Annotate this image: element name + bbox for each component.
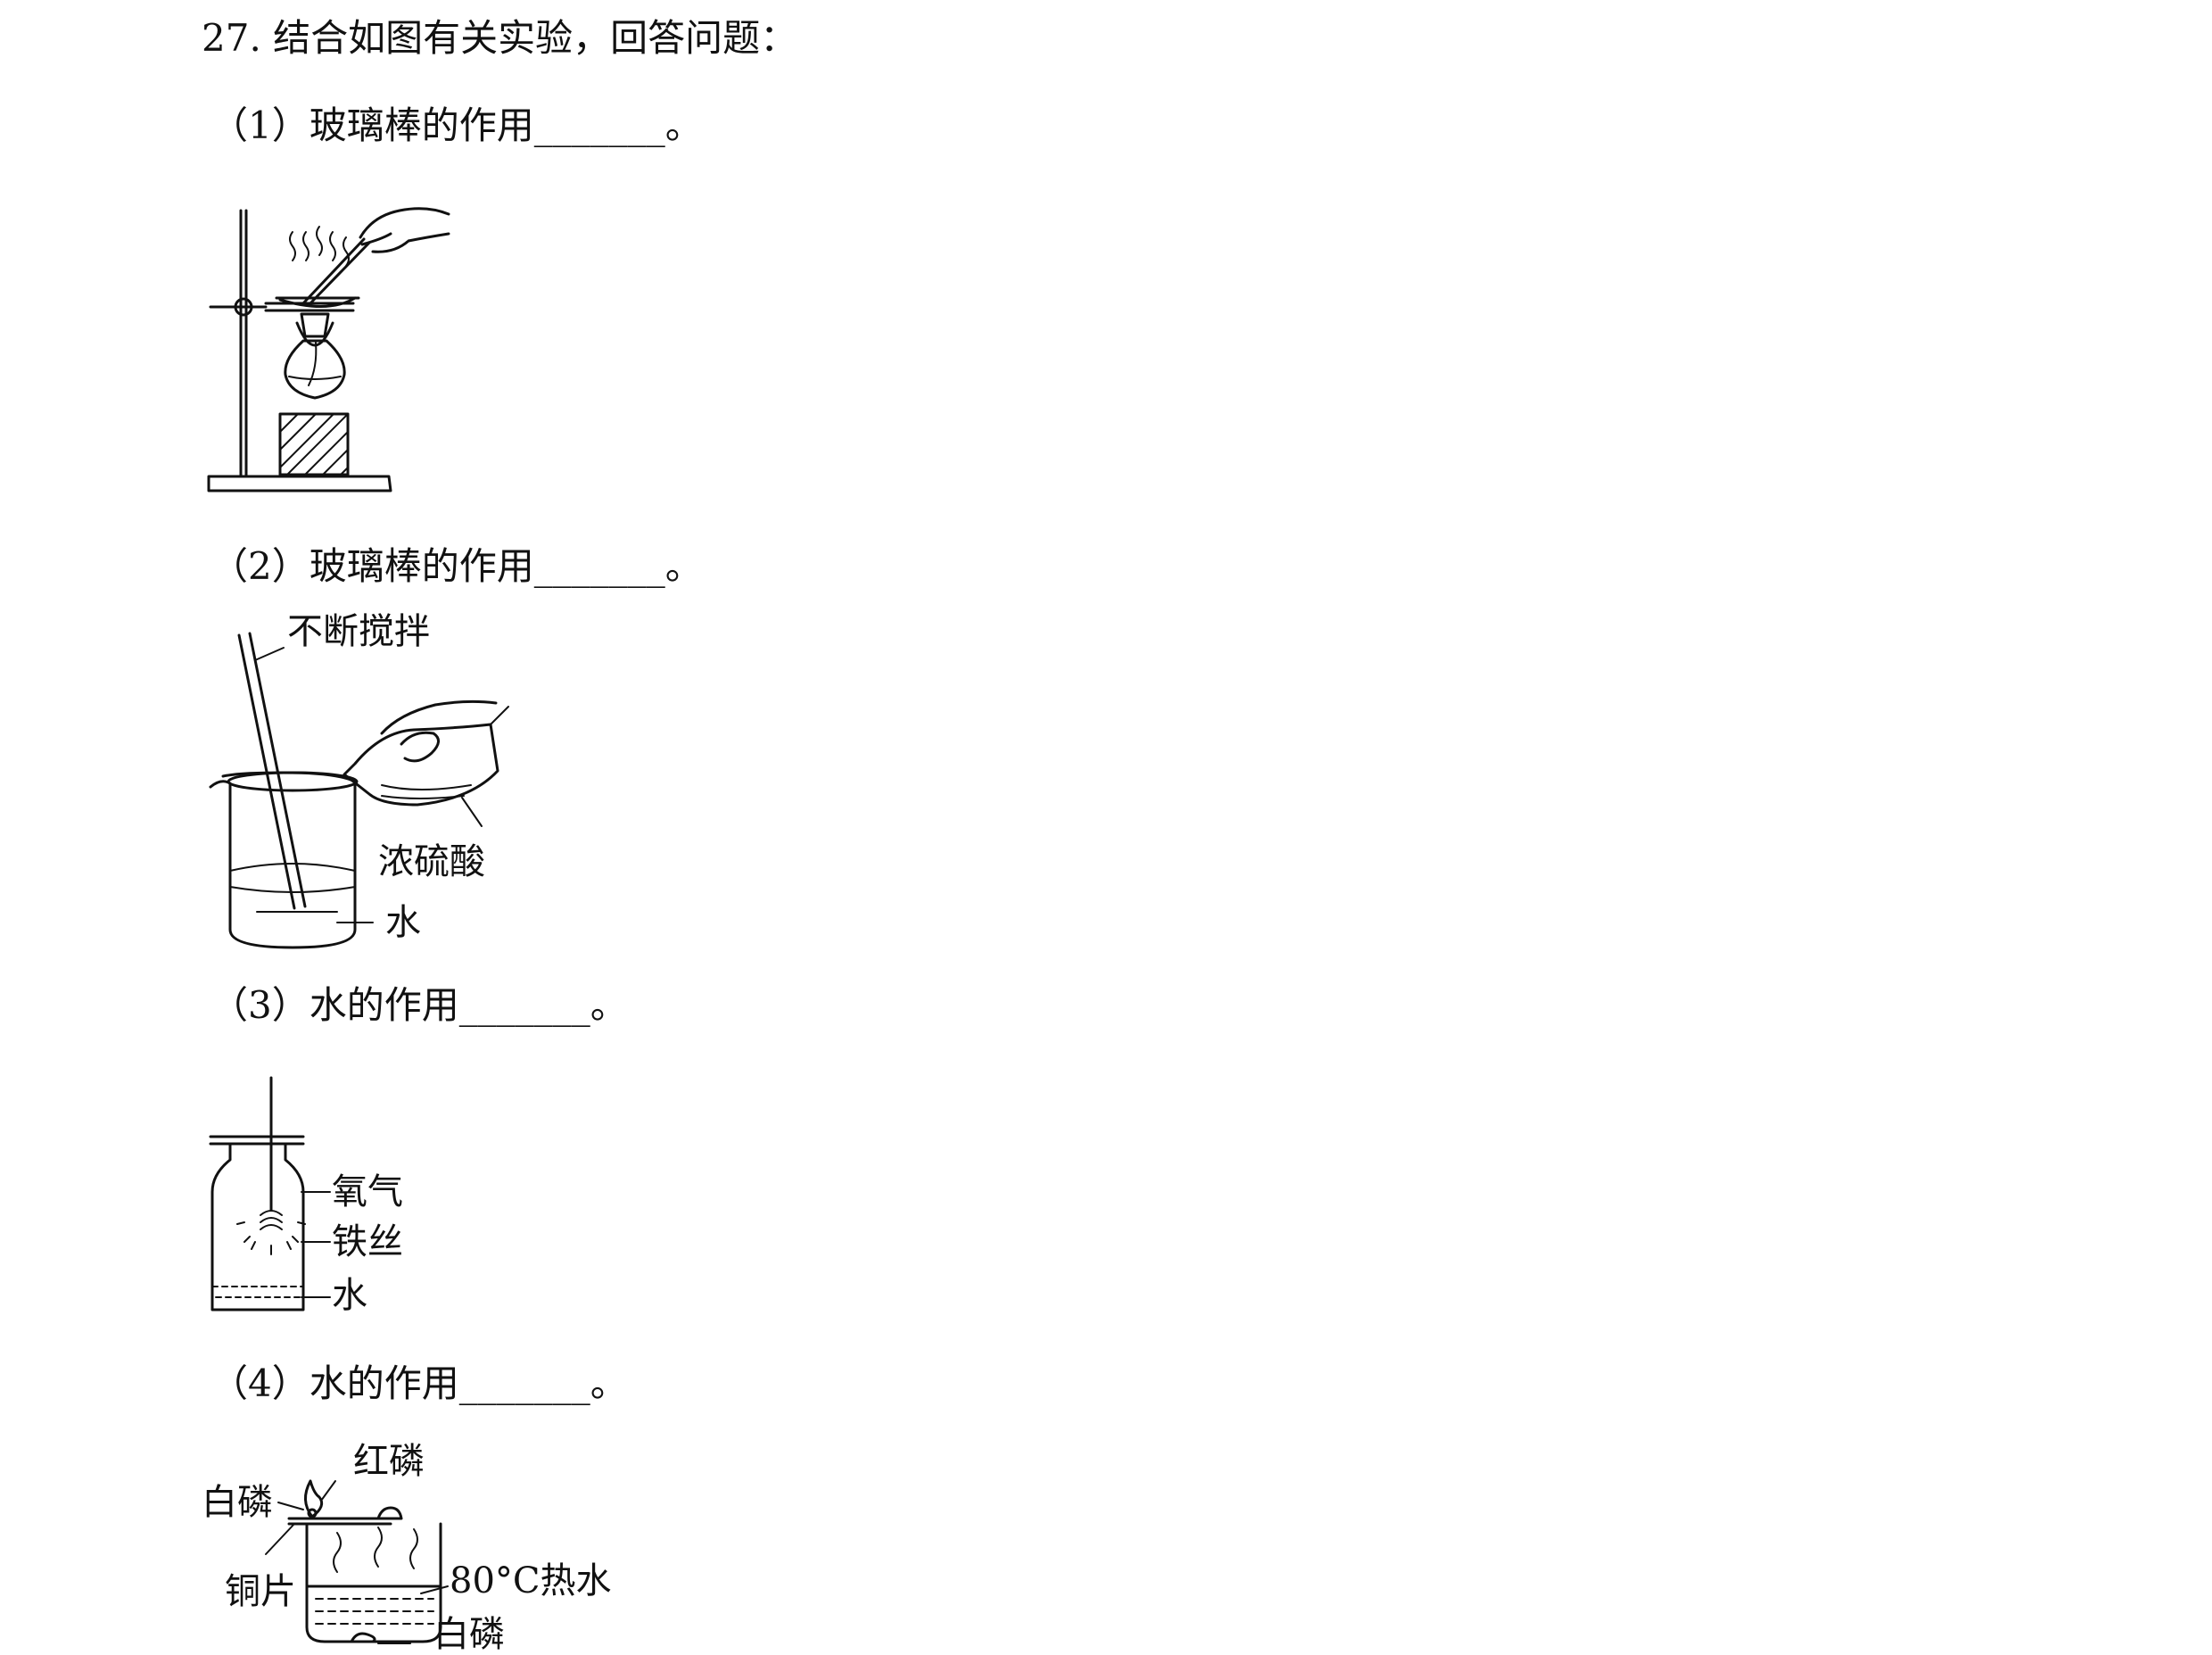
part-1-prompt: （1）玻璃棒的作用_______。	[210, 103, 703, 147]
label-stirring: 不断搅拌	[287, 611, 430, 652]
label-red-phosphorus: 红磷	[353, 1441, 425, 1482]
label-oxygen: 氧气	[332, 1171, 403, 1212]
label-copper-plate: 铜片	[225, 1571, 296, 1612]
label-water-bottle: 水	[332, 1275, 367, 1316]
acid-dilution-figure	[209, 632, 509, 949]
question-title: 27. 结合如图有关实验，回答问题：	[202, 16, 798, 60]
part-4-prompt: （4）水的作用_______。	[210, 1361, 628, 1405]
part-3-prompt: （3）水的作用_______。	[210, 983, 628, 1027]
label-white-phosphorus-top: 白磷	[202, 1482, 273, 1523]
combustion-conditions-figure	[265, 1479, 449, 1644]
label-water-beaker: 水	[385, 902, 421, 943]
evaporation-apparatus-figure	[207, 207, 450, 492]
label-conc-sulfuric-acid: 浓硫酸	[378, 841, 485, 882]
label-hot-water: 80°C热水	[450, 1560, 612, 1601]
label-iron-wire: 铁丝	[332, 1221, 403, 1262]
iron-burning-figure	[209, 1076, 331, 1312]
part-2-prompt: （2）玻璃棒的作用_______。	[210, 544, 703, 588]
label-white-phosphorus-bottom: 白磷	[433, 1614, 505, 1655]
